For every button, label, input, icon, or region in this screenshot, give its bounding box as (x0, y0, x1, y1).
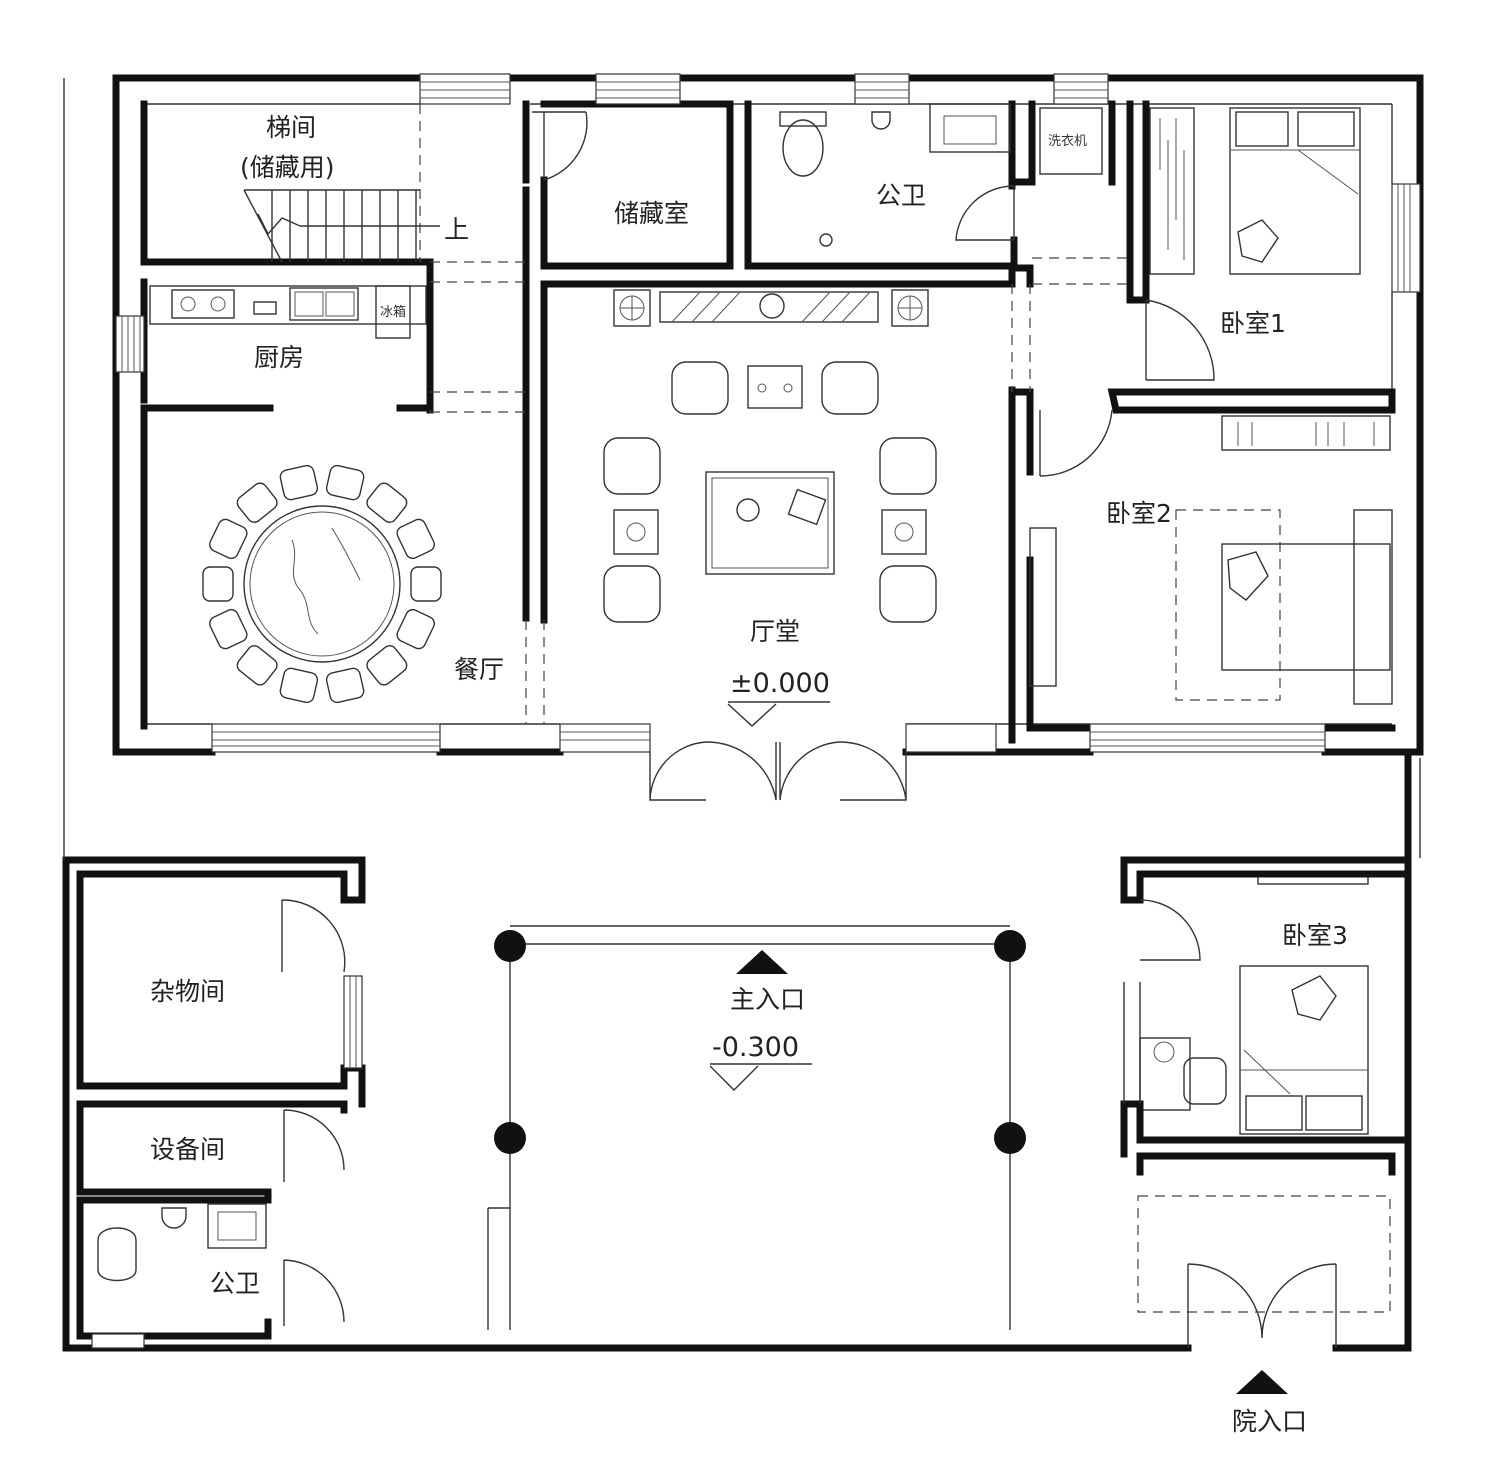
altar-table (659, 291, 879, 323)
window-hall-east (905, 723, 997, 753)
armchair-icon (821, 361, 879, 415)
washing-machine-icon (1039, 107, 1103, 175)
dining-chair-icon (279, 667, 319, 704)
court-elevation-value: -0.300 (712, 1032, 799, 1063)
label-yard-entrance: 院入口 (1232, 1407, 1307, 1436)
chair-icon (603, 565, 661, 623)
bed-icon (1239, 965, 1369, 1135)
chair-icon (879, 437, 937, 495)
label-fridge: 冰箱 (380, 304, 406, 320)
hall-elevation-marker (727, 701, 830, 727)
label-main-entrance: 主入口 (730, 985, 805, 1014)
label-bedroom2: 卧室2 (1106, 499, 1172, 528)
tea-table (747, 365, 803, 409)
wardrobe (1149, 107, 1195, 275)
label-storage: 储藏室 (614, 199, 689, 228)
label-wc-south: 公卫 (210, 1269, 260, 1298)
rug-icon (705, 471, 835, 575)
dining-chair-icon (209, 608, 248, 650)
label-wc-north: 公卫 (876, 181, 926, 210)
dining-chair-icon (396, 518, 435, 560)
label-sundries: 杂物间 (150, 977, 225, 1006)
court-elevation-marker (709, 1063, 812, 1091)
bedroom3-furniture (1139, 873, 1369, 1135)
washbasin-icon (207, 1203, 267, 1249)
stair (243, 189, 440, 263)
label-hall: 厅堂 (750, 617, 800, 646)
chair-icon (1183, 1057, 1227, 1105)
dining-chair-icon (410, 566, 442, 602)
label-bedroom1: 卧室1 (1220, 309, 1286, 338)
column-icon (994, 1122, 1026, 1154)
dining-chair-icon (366, 482, 408, 523)
dining-chair-icon (325, 667, 365, 704)
yard-entrance-arrow-icon (1236, 1370, 1288, 1394)
bedroom1-furniture (1149, 107, 1361, 275)
desk (1139, 1037, 1191, 1111)
bed-icon (1229, 107, 1361, 275)
north-building-walls (112, 73, 1424, 756)
side-table (613, 509, 659, 555)
label-kitchen: 厨房 (254, 343, 304, 372)
dining-chair-icon (236, 482, 278, 523)
window-storage (595, 73, 681, 105)
label-washer: 洗衣机 (1048, 133, 1087, 149)
window-sundries (343, 975, 363, 1069)
toilet-icon (782, 119, 824, 177)
label-dining: 餐厅 (454, 655, 504, 684)
south-east-rooms (1120, 752, 1412, 1352)
dining-chair-icon (202, 566, 234, 602)
label-stair-note: (储藏用) (240, 153, 335, 182)
column-icon (494, 1122, 526, 1154)
label-equipment: 设备间 (150, 1135, 225, 1164)
column-icon (494, 930, 526, 962)
bed-icon (1221, 543, 1391, 671)
wc-north-fixtures (779, 103, 1103, 247)
bedroom2-furniture (1029, 415, 1393, 705)
tv-cabinet (1029, 527, 1057, 687)
dining-chair-icon (279, 464, 319, 501)
main-entrance-arrow-icon (736, 950, 788, 974)
south-west-rooms (62, 856, 1192, 1352)
washbasin-icon (929, 103, 1011, 153)
kitchen-sink-icon (289, 287, 359, 321)
chair-icon (879, 565, 937, 623)
armchair-icon (671, 361, 729, 415)
kitchen-counter (149, 285, 427, 339)
doors-north (532, 111, 1215, 801)
window-kitchen (115, 315, 145, 373)
dashed-openings-north (419, 104, 1130, 724)
chair-icon (603, 437, 661, 495)
window-wc (854, 73, 910, 105)
label-stair-up: 上 (444, 215, 469, 244)
round-dining-table (202, 464, 442, 704)
hall-elevation-value: ±0.000 (730, 668, 830, 699)
squat-toilet-icon (97, 1227, 137, 1282)
window-hall-west (559, 723, 651, 753)
window-bedroom1 (1391, 183, 1421, 293)
side-table (881, 509, 927, 555)
label-stair: 梯间 (266, 113, 316, 142)
dining-chair-icon (396, 608, 435, 650)
label-bedroom3: 卧室3 (1282, 921, 1348, 950)
fridge-icon (375, 285, 411, 339)
window-bedroom2 (1089, 723, 1326, 753)
column-icon (994, 930, 1026, 962)
courtyard (63, 78, 1421, 1330)
dining-chair-icon (209, 518, 248, 560)
dining-chair-icon (366, 645, 408, 686)
dining-chair-icon (325, 464, 365, 501)
cooktop-icon (171, 289, 235, 319)
window-laundry (1053, 73, 1109, 105)
hall-furniture (603, 289, 937, 623)
window-stair (419, 73, 511, 105)
window-dining (211, 723, 441, 753)
window-wc-south (91, 1333, 145, 1349)
wardrobe (1221, 415, 1391, 451)
dining-chair-icon (236, 645, 278, 686)
